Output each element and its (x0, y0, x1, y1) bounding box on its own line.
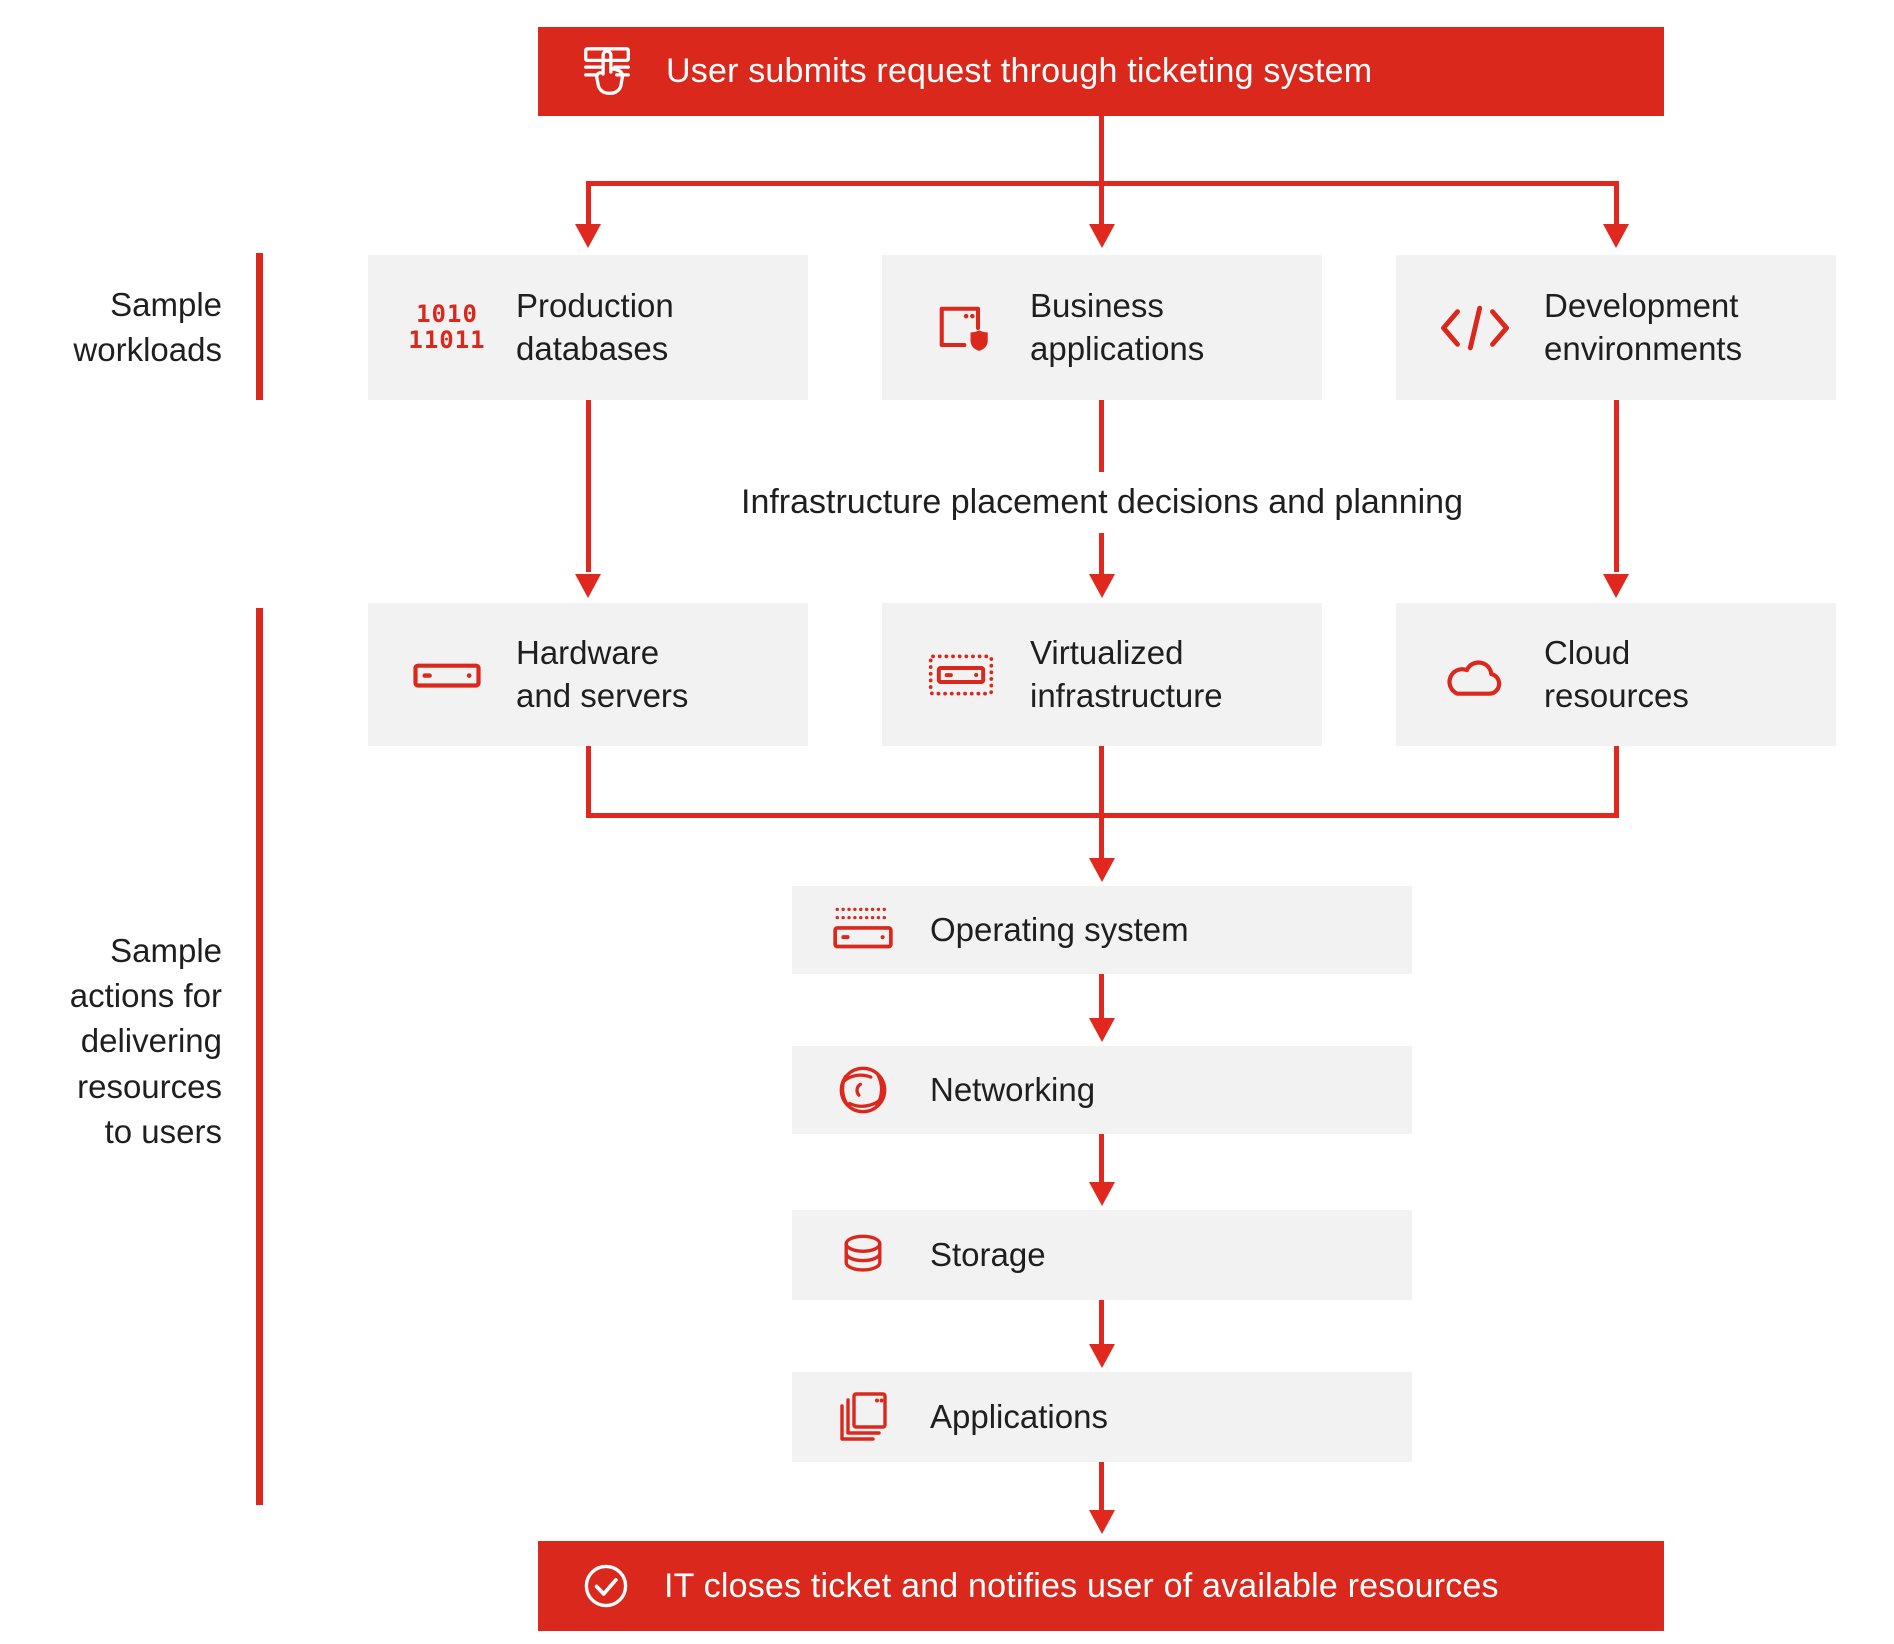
connector-line (1099, 746, 1104, 858)
binary-icon-text: 1010 11011 (408, 300, 486, 354)
step-box-applications: Applications (792, 1372, 1412, 1462)
connector-line (1099, 1300, 1104, 1344)
cloud-icon (1432, 647, 1518, 703)
step-box-storage: Storage (792, 1210, 1412, 1300)
infra-box-hardware-servers: Hardware and servers (368, 603, 808, 746)
connector-line (1099, 974, 1104, 1020)
infra-label: Virtualized infrastructure (1030, 634, 1223, 714)
connector-line (586, 400, 591, 572)
bottom-banner: IT closes ticket and notifies user of av… (538, 1541, 1664, 1631)
server-icon (404, 647, 490, 703)
workload-label: Production databases (516, 287, 674, 367)
virtual-server-icon (918, 647, 1004, 703)
stacked-windows-icon (826, 1387, 900, 1447)
arrowhead-icon (1089, 1510, 1115, 1534)
workload-box-production-databases: 1010 11011 Production databases (368, 255, 808, 400)
arrowhead-icon (1089, 1182, 1115, 1206)
workload-label: Development environments (1544, 287, 1743, 367)
arrowhead-icon (575, 574, 601, 598)
press-ticket-icon (578, 43, 636, 101)
infra-label: Hardware and servers (516, 634, 689, 714)
side-bracket-bar (256, 608, 263, 1505)
step-label: Operating system (930, 910, 1189, 948)
step-box-operating-system: Operating system (792, 886, 1412, 974)
arrowhead-icon (1603, 224, 1629, 248)
side-bracket-bar (256, 253, 263, 400)
connector-line (586, 746, 591, 816)
infra-box-cloud-resources: Cloud resources (1396, 603, 1836, 746)
arrowhead-icon (1603, 574, 1629, 598)
top-banner-label: User submits request through ticketing s… (666, 52, 1373, 90)
workload-label: Business applications (1030, 287, 1205, 367)
placement-caption: Infrastructure placement decisions and p… (741, 483, 1463, 521)
connector-line (1099, 116, 1104, 224)
arrowhead-icon (575, 224, 601, 248)
arrowhead-icon (1089, 858, 1115, 882)
step-label: Networking (930, 1070, 1096, 1108)
side-label-actions: Sample actions for delivering resources … (69, 932, 222, 1150)
globe-icon (826, 1059, 900, 1121)
arrowhead-icon (1089, 224, 1115, 248)
connector-line (586, 181, 1619, 186)
step-box-networking: Networking (792, 1046, 1412, 1134)
arrowhead-icon (1089, 1018, 1115, 1042)
database-icon (826, 1229, 900, 1281)
step-label: Applications (930, 1397, 1108, 1435)
infra-label: Cloud resources (1544, 634, 1689, 714)
bottom-banner-label: IT closes ticket and notifies user of av… (664, 1566, 1499, 1605)
workload-box-development-environments: Development environments (1396, 255, 1836, 400)
step-label: Storage (930, 1235, 1046, 1273)
connector-line (1614, 181, 1619, 226)
infra-box-virtualized-infrastructure: Virtualized infrastructure (882, 603, 1322, 746)
connector-line (1099, 1134, 1104, 1182)
top-banner: User submits request through ticketing s… (538, 27, 1664, 116)
connector-line (1099, 533, 1104, 574)
arrowhead-icon (1089, 1344, 1115, 1368)
connector-line (1614, 746, 1619, 816)
connector-line (586, 181, 591, 226)
connector-line (1099, 1462, 1104, 1510)
check-circle-icon (578, 1558, 634, 1614)
workload-box-business-applications: Business applications (882, 255, 1322, 400)
connector-line (1099, 400, 1104, 472)
side-label-workloads: Sample workloads (73, 286, 222, 369)
connector-line (1614, 400, 1619, 572)
code-brackets-icon (1432, 300, 1518, 356)
application-shield-icon (918, 294, 1004, 362)
os-server-icon (826, 902, 900, 958)
arrowhead-icon (1089, 574, 1115, 598)
binary-code-icon: 1010 11011 (404, 300, 490, 354)
